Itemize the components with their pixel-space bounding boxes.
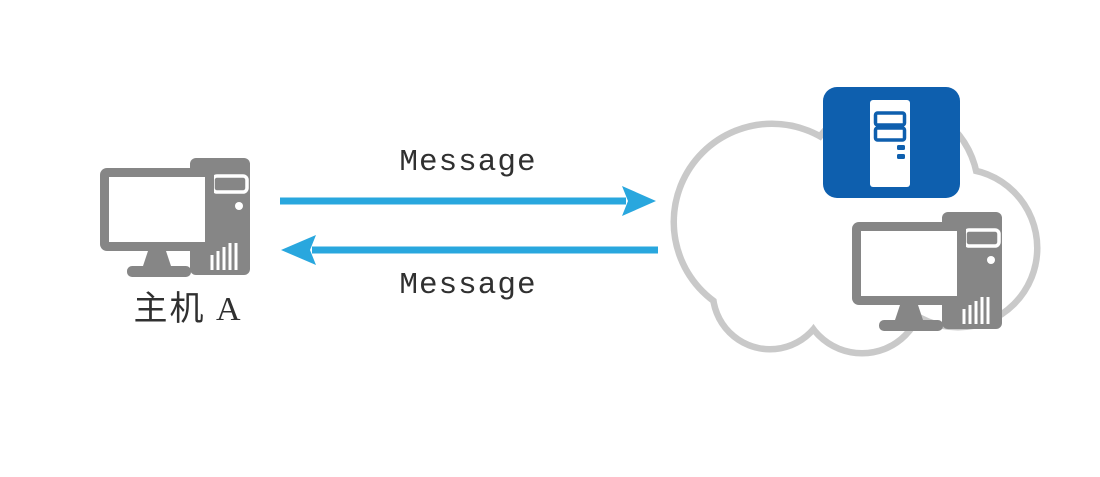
host-a-computer-icon (100, 158, 250, 278)
message-bottom-label: Message (399, 268, 537, 303)
arrow-right-head (622, 186, 656, 216)
server-led (897, 145, 905, 150)
server-led (897, 154, 905, 159)
message-top-label: Message (399, 145, 537, 180)
arrow-left (281, 235, 658, 265)
host-a-label: 主机 A (133, 291, 243, 328)
arrow-left-head (281, 235, 316, 265)
arrow-right (280, 186, 656, 216)
server-drive-bay (873, 111, 907, 127)
server-tower-icon (823, 87, 960, 198)
server-drive-bay (873, 126, 907, 142)
